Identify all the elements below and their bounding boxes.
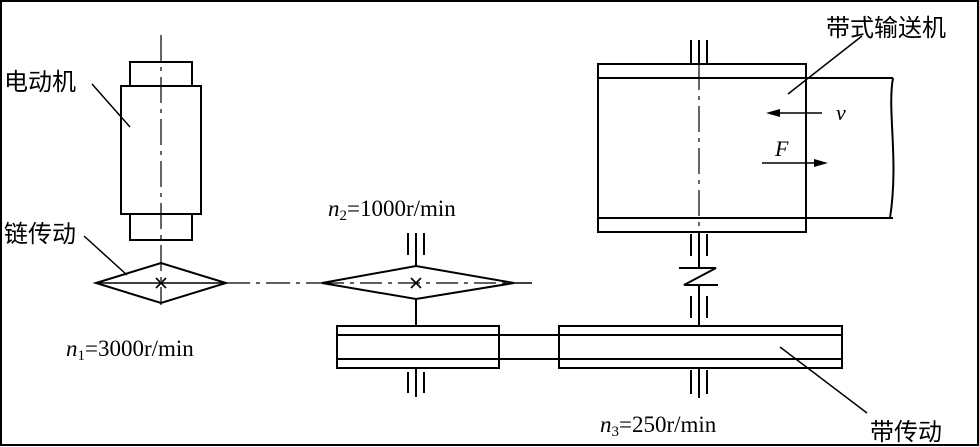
small-pulley xyxy=(336,325,500,369)
speed-n2-subscript: 2 xyxy=(339,208,348,224)
conveyor-leader-line xyxy=(787,35,863,95)
speed-n2-symbol: n xyxy=(328,196,340,221)
motor-leader-line xyxy=(91,83,131,128)
motor xyxy=(120,35,202,305)
conveyor-drum xyxy=(597,63,895,233)
conveyor-shaft xyxy=(679,40,718,398)
speed-n3-subscript: 3 xyxy=(611,424,620,440)
belt-leader-line xyxy=(779,346,868,414)
large-pulley xyxy=(558,325,843,369)
speed-n3-value: =250r/min xyxy=(619,412,717,437)
motor-label: 电动机 xyxy=(4,68,76,96)
velocity-arrow xyxy=(766,109,822,117)
conveyor-label: 带式输送机 xyxy=(826,14,946,42)
large-sprocket xyxy=(321,233,532,397)
speed-n1-value: =3000r/min xyxy=(85,336,194,361)
large-sprocket-center-mark xyxy=(410,277,422,289)
speed-n2-label: n2=1000r/min xyxy=(328,196,456,225)
speed-n1-symbol: n xyxy=(66,336,78,361)
speed-n3-symbol: n xyxy=(600,412,612,437)
force-symbol: F xyxy=(775,136,789,161)
small-sprocket-center-mark xyxy=(155,277,167,289)
speed-n1-label: n1=3000r/min xyxy=(66,336,194,365)
speed-n3-label: n3=250r/min xyxy=(600,412,716,441)
speed-n1-subscript: 1 xyxy=(77,348,86,364)
coupling-symbol xyxy=(679,267,718,286)
force-arrow xyxy=(762,159,828,167)
belt-drive-label: 带传动 xyxy=(870,418,942,446)
velocity-symbol: v xyxy=(836,100,846,125)
chain-leader-line xyxy=(83,235,128,276)
belt-drive xyxy=(336,325,843,369)
belt-break-line xyxy=(889,77,895,219)
conveyor-drum-outline xyxy=(597,63,807,233)
speed-n2-value: =1000r/min xyxy=(347,196,456,221)
chain-drive-label: 链传动 xyxy=(4,220,76,248)
